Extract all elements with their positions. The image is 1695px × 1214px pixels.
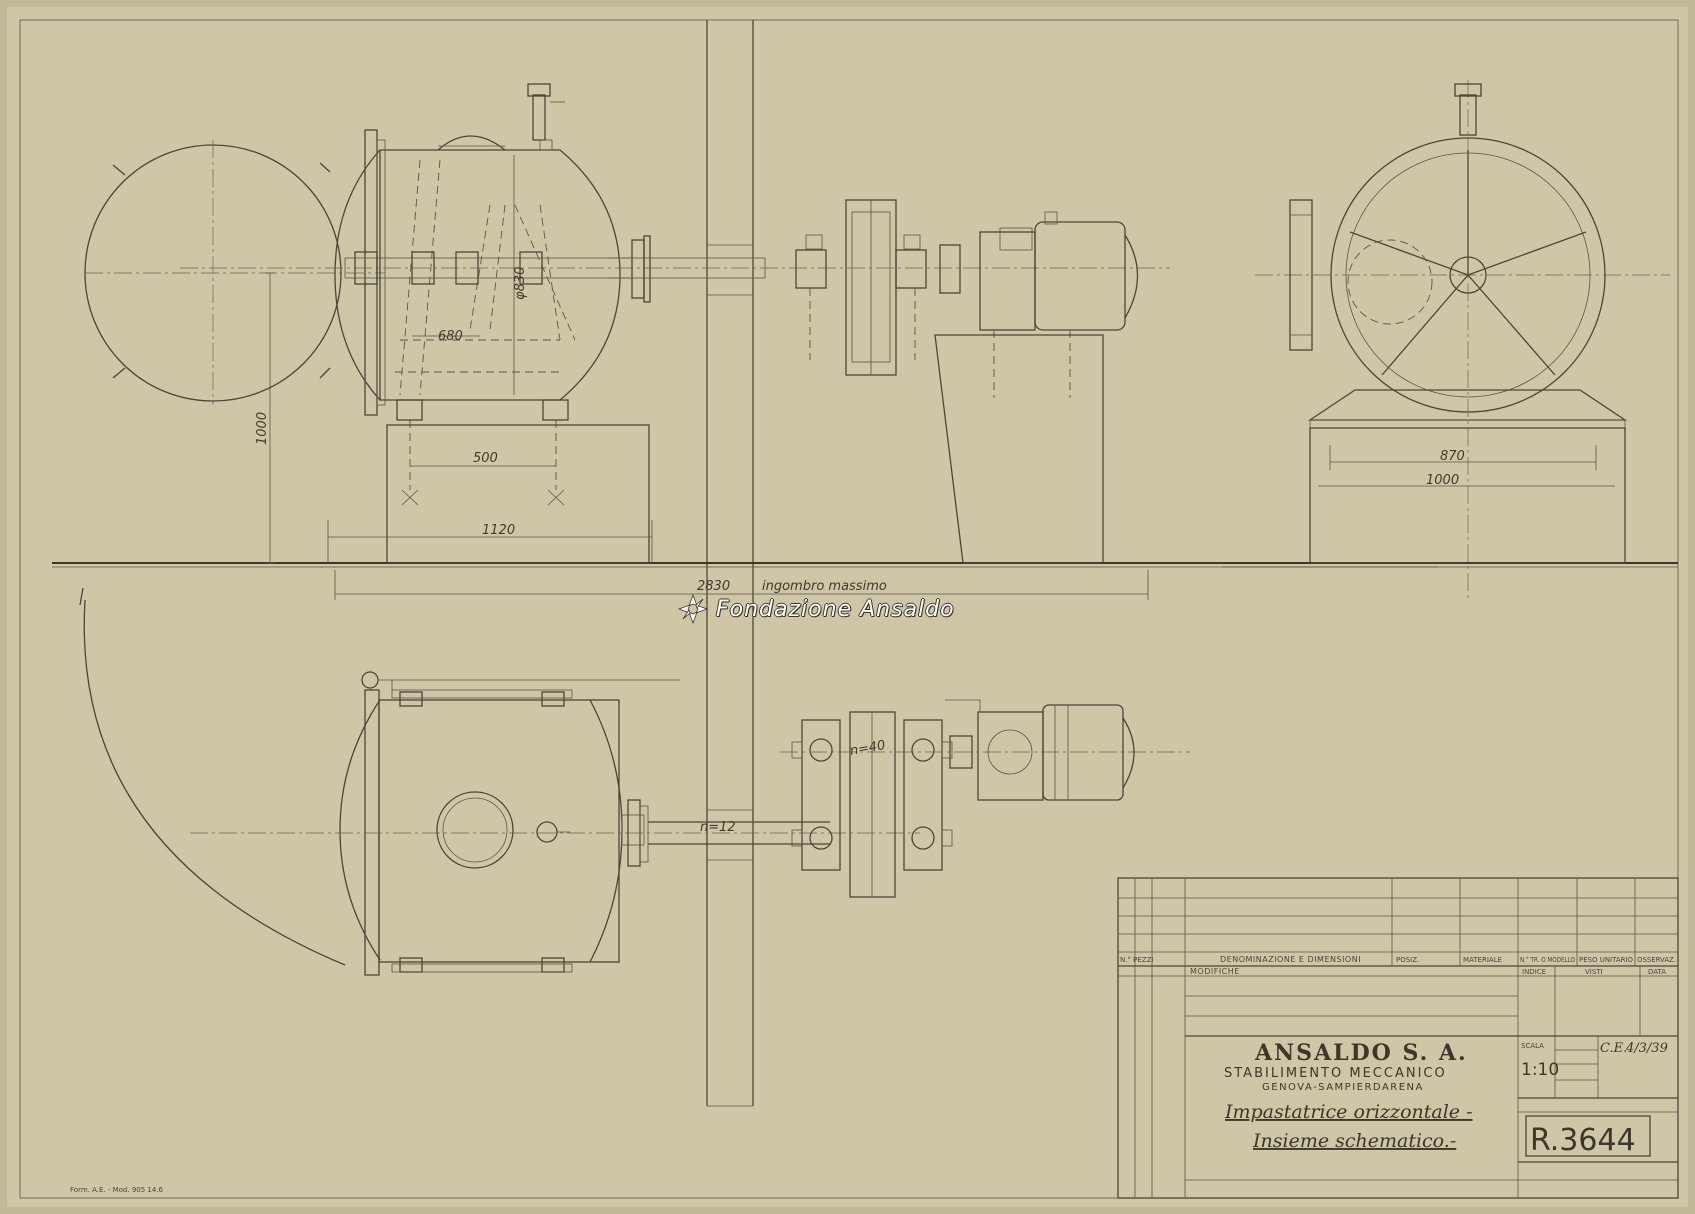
plant-location: GENOVA-SAMPIERDARENA bbox=[1262, 1082, 1424, 1093]
col-denominazione: DENOMINAZIONE E DIMENSIONI bbox=[1220, 955, 1361, 964]
company-name: ANSALDO S. A. bbox=[1254, 1040, 1468, 1066]
form-footnote: Form. A.E. - Mod. 905 14.6 bbox=[70, 1186, 164, 1194]
dim-500: 500 bbox=[473, 451, 498, 466]
dim-680: 680 bbox=[438, 329, 463, 344]
watermark: Fondazione Ansaldo bbox=[676, 589, 955, 629]
title-block bbox=[1117, 877, 1679, 1199]
col-osservazioni: OSSERVAZ. bbox=[1637, 956, 1676, 964]
gear-drive-elevation bbox=[795, 199, 1139, 564]
scale-value: 1:10 bbox=[1521, 1060, 1559, 1080]
dim-1120: 1120 bbox=[482, 523, 515, 538]
col-n-tr-modello: N.° TR. O MODELLO bbox=[1520, 956, 1575, 964]
dim-870: 870 bbox=[1440, 449, 1465, 464]
mod-header-modifiche: MODIFICHE bbox=[1190, 967, 1240, 976]
dim-830: φ830 bbox=[513, 267, 528, 300]
dim-1000-left: 1000 bbox=[255, 412, 270, 445]
drawing-date: 4/3/39 bbox=[1625, 1041, 1668, 1056]
dim-n12: n=12 bbox=[700, 820, 736, 835]
mod-header-data: DATA bbox=[1648, 968, 1666, 976]
dim-1000-right: 1000 bbox=[1426, 473, 1459, 488]
col-n-pezzi: N.° PEZZI bbox=[1120, 956, 1154, 964]
plant-name: STABILIMENTO MECCANICO bbox=[1224, 1066, 1447, 1081]
dim-2830: 2830 bbox=[697, 579, 730, 594]
front-elevation-view bbox=[84, 83, 1170, 564]
checker-initials: C.E. bbox=[1600, 1041, 1627, 1056]
side-view bbox=[1255, 80, 1670, 600]
drawing-title-line2: Insieme schematico.- bbox=[1252, 1130, 1456, 1152]
plan-view bbox=[79, 587, 1190, 976]
col-materiale: MATERIALE bbox=[1463, 956, 1502, 964]
drawing-number: R.3644 bbox=[1530, 1123, 1636, 1158]
drawing-title-line1: Impastatrice orizzontale - bbox=[1224, 1101, 1472, 1123]
sheet-border bbox=[19, 19, 1679, 1199]
mod-header-indice: INDICE bbox=[1522, 968, 1546, 976]
watermark-text: Fondazione Ansaldo bbox=[716, 596, 955, 622]
scale-label: SCALA bbox=[1521, 1042, 1544, 1050]
overall-note: ingombro massimo bbox=[762, 579, 887, 594]
col-peso-unitario: PESO UNITARIO bbox=[1579, 956, 1633, 964]
col-posiz: POSIZ. bbox=[1396, 956, 1419, 964]
ansaldo-logo-icon bbox=[677, 593, 709, 625]
mod-header-visti: VISTI bbox=[1585, 968, 1603, 976]
dim-n40: n=40 bbox=[849, 738, 887, 759]
